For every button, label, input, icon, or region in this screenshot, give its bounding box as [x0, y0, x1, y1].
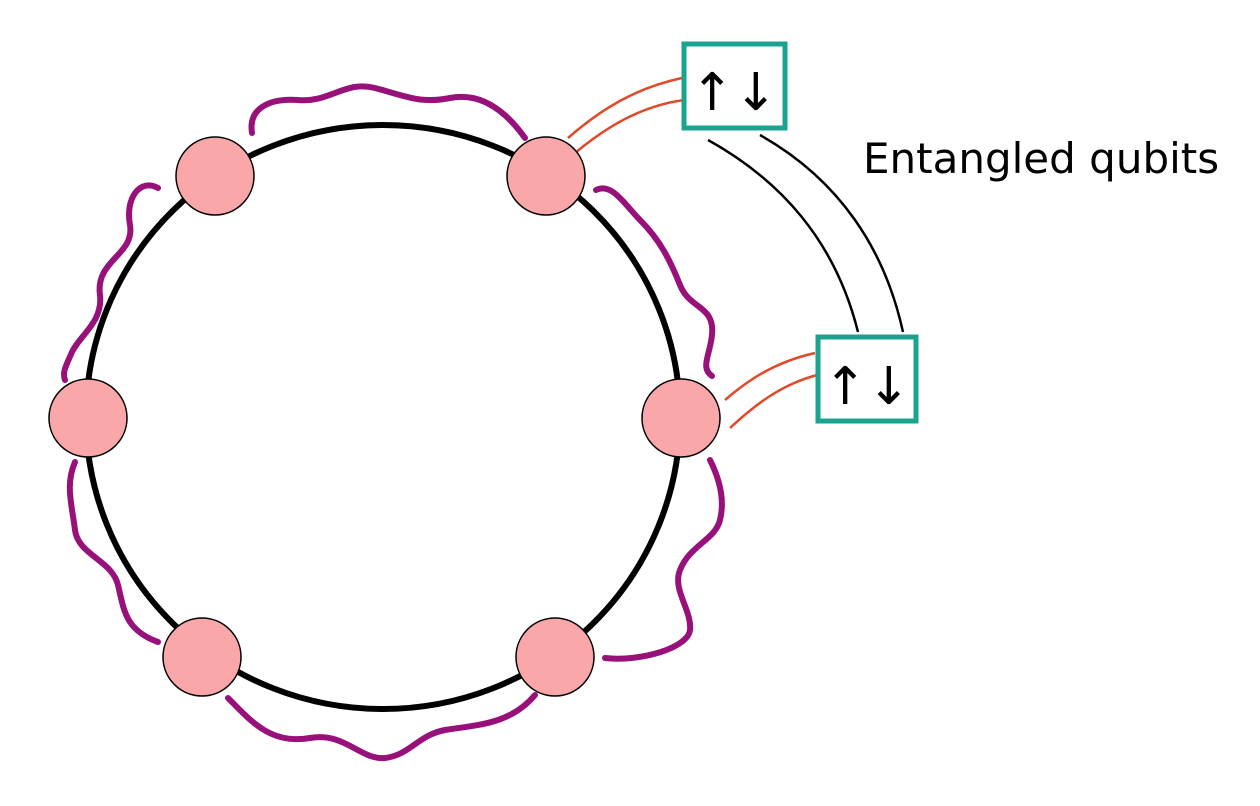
wavy-link-lower-left — [66, 459, 161, 645]
node-bottom-left — [162, 617, 242, 697]
qubit-box-top-arrows: ↑↓ — [690, 63, 777, 123]
red-link-bottom-2 — [729, 373, 818, 429]
ring — [83, 122, 683, 712]
black-link-2 — [759, 133, 905, 333]
qubit-box-top-frame — [681, 41, 788, 131]
red-link-top-1 — [567, 76, 683, 139]
wavy-link-lower-right — [602, 457, 725, 662]
node-left — [48, 378, 128, 458]
wavy-link-upper-right — [593, 185, 716, 379]
qubit-box-bottom-frame — [815, 334, 919, 424]
qubit-box-top: ↑↓ — [681, 41, 788, 131]
qubit-box-bottom-arrows: ↑↓ — [823, 357, 910, 417]
wavy-link-upper-left — [60, 182, 161, 383]
red-link-bottom-1 — [724, 351, 816, 401]
wavy-link-bottom — [225, 692, 538, 762]
black-link-1 — [707, 138, 860, 333]
node-bottom-right — [515, 617, 595, 697]
entangled-qubits-label: Entangled qubits — [863, 134, 1219, 183]
black-links — [707, 133, 905, 333]
nodes — [48, 136, 721, 697]
red-links — [567, 76, 818, 429]
wavy-links — [60, 83, 725, 762]
node-right — [641, 378, 721, 458]
qubit-box-bottom: ↑↓ — [815, 334, 919, 424]
wavy-link-top — [248, 83, 528, 141]
node-top-right — [506, 136, 586, 216]
red-link-top-2 — [574, 98, 685, 154]
node-top-left — [175, 136, 255, 216]
